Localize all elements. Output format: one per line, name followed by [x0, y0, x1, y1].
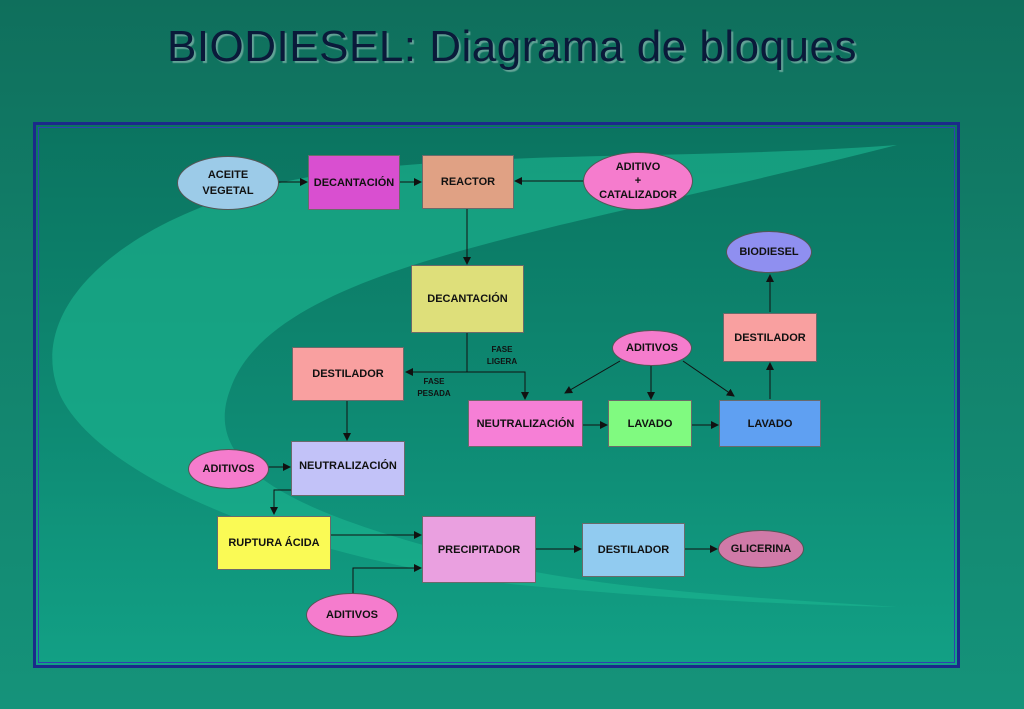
node-aceite-line1: ACEITE [207, 169, 249, 181]
node-aditivo-catalizador: ADITIVO + CATALIZADOR [583, 152, 693, 210]
label-fase-ligera: FASE LIGERA [482, 344, 522, 368]
node-aceite-line2: VEGETAL [202, 185, 254, 197]
node-aditivos-left-label: ADITIVOS [202, 463, 255, 475]
node-glicerina: GLICERINA [718, 530, 804, 568]
node-lavado-2-label: LAVADO [747, 417, 793, 430]
node-biodiesel-label: BIODIESEL [739, 246, 799, 258]
page-title: BIODIESEL: Diagrama de bloques [166, 22, 858, 71]
arrow-fase-ligera [466, 333, 529, 400]
node-lavado-2: LAVADO [719, 400, 821, 447]
node-reactor: REACTOR [422, 155, 514, 209]
node-aditivo-line3: CATALIZADOR [599, 189, 677, 201]
arrow-fase-pesada [405, 333, 468, 376]
node-neutralizacion-left: NEUTRALIZACIÓN [291, 441, 405, 496]
node-reactor-label: REACTOR [440, 176, 496, 188]
node-ruptura-acida: RUPTURA ÁCIDA [217, 516, 331, 570]
node-decantacion-1: DECANTACIÓN [308, 155, 400, 210]
node-precipitador: PRECIPITADOR [422, 516, 536, 583]
label-fase-ligera-line2: LIGERA [486, 357, 518, 366]
node-lavado-1-label: LAVADO [627, 417, 673, 430]
node-decantacion-2: DECANTACIÓN [411, 265, 524, 333]
node-biodiesel: BIODIESEL [726, 231, 812, 273]
node-lavado-1: LAVADO [608, 400, 692, 447]
node-destilador-left: DESTILADOR [292, 347, 404, 401]
node-aditivos-mid-label: ADITIVOS [626, 342, 678, 354]
node-precipitador-label: PRECIPITADOR [437, 543, 521, 556]
node-aditivo-line1: ADITIVO [615, 161, 661, 173]
node-aditivos-left: ADITIVOS [188, 449, 269, 489]
arrow-neutralizacion-ruptura [270, 489, 291, 515]
node-destilador-top: DESTILADOR [723, 313, 817, 362]
label-fase-pesada-line2: PESADA [417, 389, 451, 398]
background-swoosh [52, 145, 898, 607]
arrow-aditivos-precipitador [352, 564, 422, 593]
node-neutralizacion-left-label: NEUTRALIZACIÓN [299, 460, 397, 472]
node-aceite-vegetal: ACEITE VEGETAL [177, 156, 279, 210]
node-decantacion-1-label: DECANTACIÓN [313, 176, 395, 189]
node-destilador-top-label: DESTILADOR [734, 331, 806, 344]
label-fase-pesada-line1: FASE [423, 377, 445, 386]
node-neutralizacion-right-label: NEUTRALIZACIÓN [476, 417, 575, 430]
arrow-aditivos-lavado2 [682, 360, 735, 397]
node-aditivos-bottom: ADITIVOS [306, 593, 398, 637]
arrow-aditivos-neutralizacion [564, 360, 621, 394]
label-fase-ligera-line1: FASE [491, 345, 513, 354]
node-ruptura-acida-label: RUPTURA ÁCIDA [228, 537, 320, 549]
node-destilador-bottom: DESTILADOR [582, 523, 685, 577]
label-fase-pesada: FASE PESADA [414, 376, 454, 400]
node-aditivo-line2: + [634, 175, 642, 187]
node-aditivos-bottom-label: ADITIVOS [326, 609, 378, 621]
node-destilador-bottom-label: DESTILADOR [597, 544, 670, 556]
node-destilador-left-label: DESTILADOR [312, 368, 384, 380]
node-aditivos-mid: ADITIVOS [612, 330, 692, 366]
node-neutralizacion-right: NEUTRALIZACIÓN [468, 400, 583, 447]
node-glicerina-label: GLICERINA [730, 543, 792, 555]
node-decantacion-2-label: DECANTACIÓN [427, 293, 508, 305]
